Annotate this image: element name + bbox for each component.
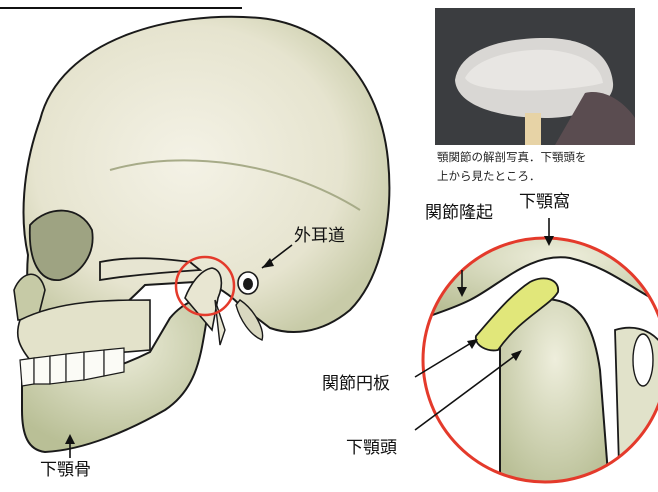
label-articular-disc: 関節円板 — [322, 376, 390, 393]
label-mandible: 下顎骨 — [40, 462, 91, 479]
photo-caption: 顎関節の解剖写真．下顎頭を 上から見たところ． — [437, 148, 657, 186]
anatomy-photo — [435, 8, 635, 145]
caption-line-1: 顎関節の解剖写真．下顎頭を — [437, 148, 657, 167]
label-mandibular-head: 下顎頭 — [346, 440, 397, 457]
label-mandibular-fossa: 下顎窩 — [519, 194, 570, 211]
label-articular-eminence: 関節隆起 — [425, 205, 493, 222]
caption-line-2: 上から見たところ． — [437, 167, 657, 186]
zoom-detail — [400, 230, 658, 492]
label-external-ear-canal: 外耳道 — [294, 228, 345, 245]
